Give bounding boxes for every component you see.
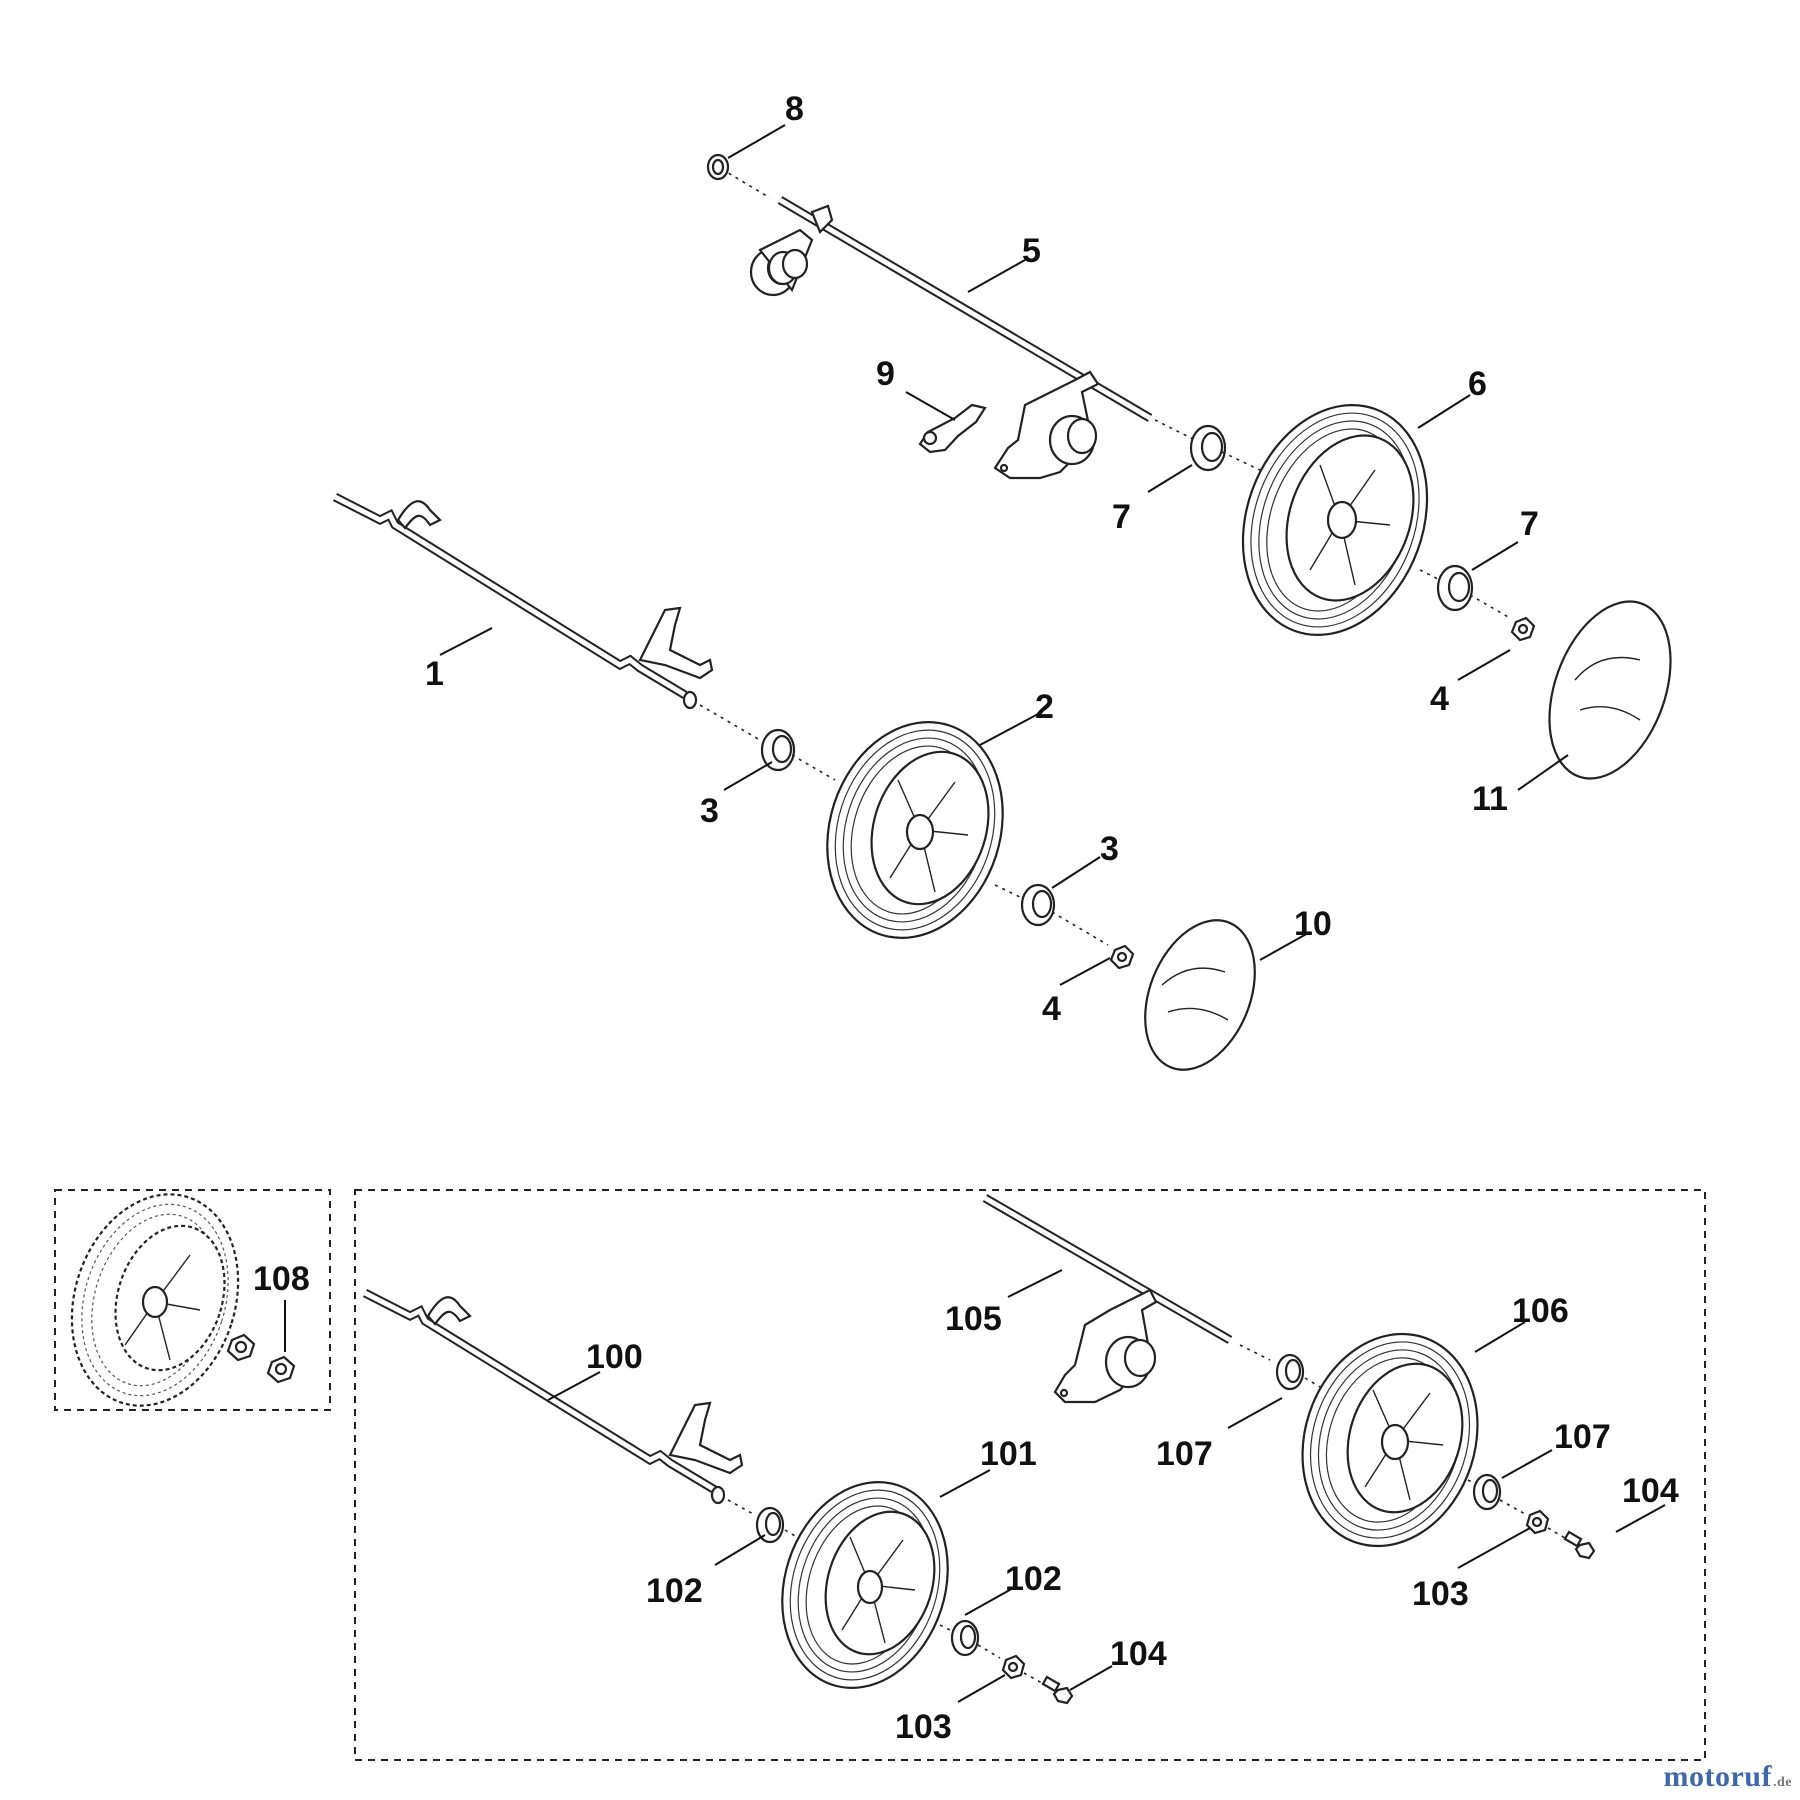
callouts: 8 5 9 6 7 7 4 11 1 2 3 3 4 10 108 105 10… [253, 90, 1679, 1746]
watermark-logo: motoruf.de [1664, 1760, 1792, 1794]
callout-102-inner: 102 [646, 1572, 703, 1610]
bearing-part-107-outer [1467, 1473, 1526, 1515]
rear-axle-part-105 [982, 1194, 1233, 1404]
callout-4-front: 4 [1042, 990, 1061, 1028]
nut-part-4-front [1109, 944, 1135, 970]
callout-9: 9 [876, 355, 895, 393]
callout-108: 108 [253, 1260, 310, 1298]
front-axle-part-1 [332, 492, 714, 710]
rear-wheel-part-106 [1301, 1332, 1479, 1548]
callout-106: 106 [1512, 1292, 1569, 1330]
watermark-name: motoruf [1663, 1760, 1772, 1793]
callout-101: 101 [980, 1435, 1037, 1473]
clip-part-9 [918, 403, 987, 454]
rear-wheel-part-6 [1241, 404, 1429, 636]
bearing-part-107-inner [1275, 1353, 1326, 1391]
callout-107-inner: 107 [1156, 1435, 1213, 1473]
callout-7-inner: 7 [1112, 498, 1131, 536]
callout-5: 5 [1022, 232, 1041, 270]
callout-103-rear: 103 [1412, 1575, 1469, 1613]
height-bracket [993, 370, 1100, 480]
callout-1: 1 [425, 655, 444, 693]
bearing-part-102-outer [939, 1619, 1001, 1659]
bearing-part-102-inner [755, 1506, 806, 1544]
front-axle-part-100 [362, 1288, 744, 1505]
bolt-part-103-front [1001, 1654, 1043, 1684]
nut-part-4-rear [1510, 616, 1536, 642]
callout-104-front: 104 [1110, 1635, 1167, 1673]
callout-10: 10 [1294, 905, 1332, 943]
callout-103-front: 103 [895, 1708, 952, 1746]
callout-100: 100 [586, 1338, 643, 1376]
washer-part-8 [706, 153, 730, 181]
bearing-part-7-inner [1154, 419, 1227, 472]
bearing-part-7-outer [1419, 564, 1511, 619]
inset-nuts [226, 1333, 296, 1384]
callout-107-outer: 107 [1554, 1418, 1611, 1456]
callout-6: 6 [1468, 365, 1487, 403]
bearing-part-3-outer [994, 883, 1109, 946]
callout-102-outer: 102 [1005, 1560, 1062, 1598]
rear-axle-part-5 [714, 164, 1153, 422]
leader-lines [439, 124, 1666, 1703]
screw-part-104-front [1041, 1675, 1074, 1705]
kit-frame [354, 1189, 1706, 1761]
front-wheel-part-2 [826, 721, 1004, 939]
bearing-part-3-inner [760, 728, 836, 781]
callout-4-rear: 4 [1430, 680, 1449, 718]
inset-wheel [70, 1193, 240, 1407]
hubcap-part-10 [1144, 919, 1256, 1071]
callout-105: 105 [945, 1300, 1002, 1338]
callout-8: 8 [785, 90, 804, 128]
callout-3-outer: 3 [1100, 830, 1119, 868]
callout-11: 11 [1472, 780, 1508, 818]
callout-2: 2 [1035, 688, 1054, 726]
screw-part-104-rear [1563, 1530, 1596, 1560]
callout-3-inner: 3 [700, 792, 719, 830]
front-wheel-part-101 [781, 1481, 949, 1689]
hubcap-part-11 [1548, 600, 1672, 780]
bolt-part-103-rear [1525, 1509, 1566, 1539]
callout-104-rear: 104 [1622, 1472, 1679, 1510]
watermark-tld: .de [1773, 1775, 1792, 1790]
callout-7-outer: 7 [1520, 505, 1539, 543]
